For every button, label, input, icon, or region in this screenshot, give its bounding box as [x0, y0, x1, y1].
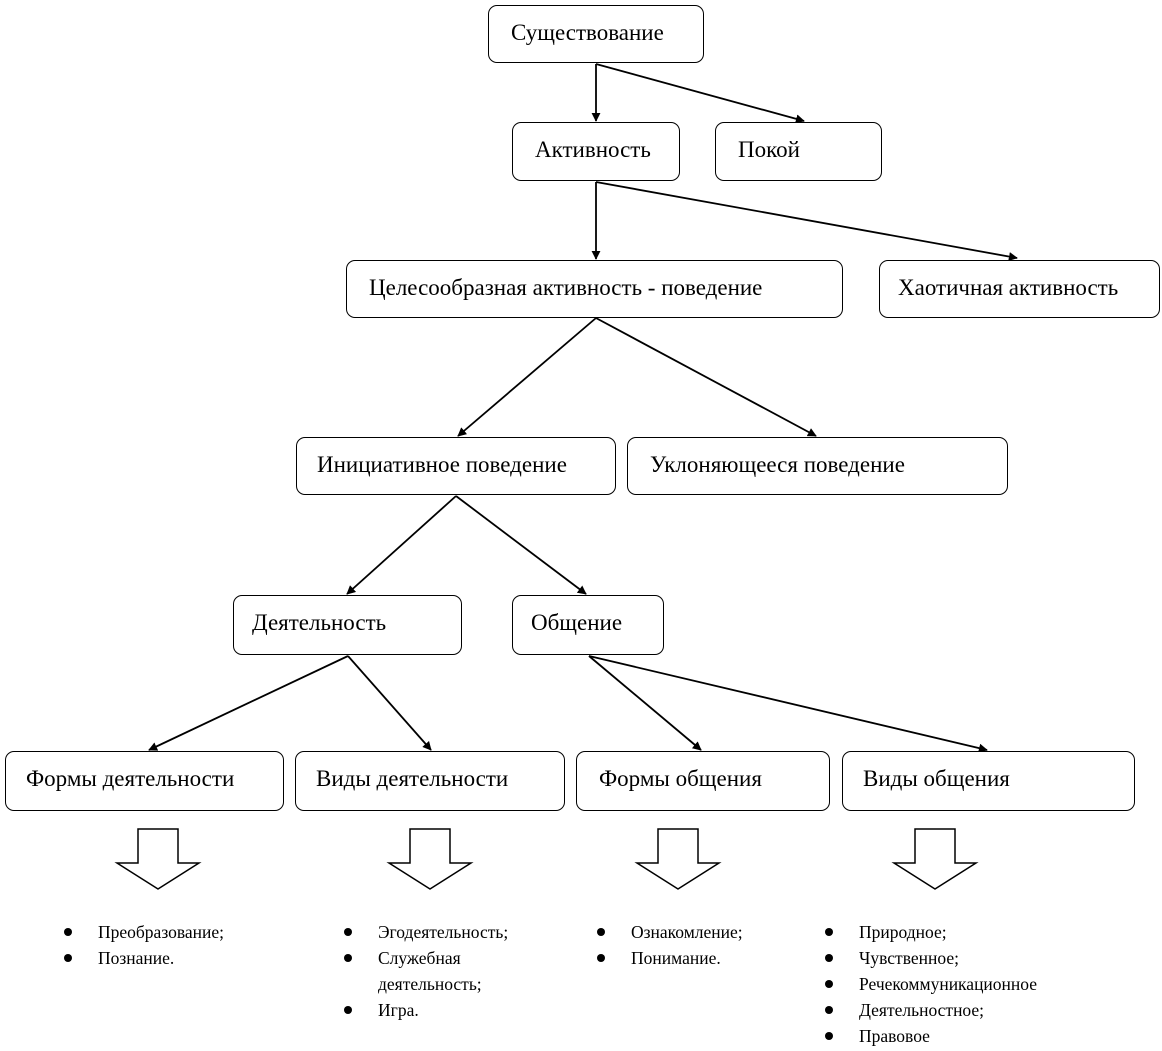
edge-work-forms: [148, 655, 349, 751]
list-item-continuation: деятельность;: [378, 974, 482, 994]
node-initiative-label: Инициативное поведение: [317, 452, 567, 477]
block-arrow-work-forms: [114, 828, 202, 890]
edge-comm-types: [588, 655, 988, 753]
edge-initiative-communication: [455, 495, 587, 595]
node-work-forms-label: Формы деятельности: [26, 766, 235, 791]
node-purposeful: Целесообразная активность - поведение: [346, 260, 843, 318]
node-communication-label: Общение: [531, 610, 623, 635]
list-item: Эгодеятельность;: [340, 919, 508, 945]
node-comm-types-label: Виды общения: [863, 766, 1010, 791]
node-initiative: Инициативное поведение: [296, 437, 616, 495]
node-work-label: Деятельность: [252, 610, 387, 635]
node-activity: Активность: [512, 122, 680, 181]
node-avoidant: Уклоняющееся поведение: [627, 437, 1008, 495]
node-communication: Общение: [512, 595, 664, 655]
list-item: Чувственное;: [821, 945, 1037, 971]
list-item: Правовое: [821, 1023, 1037, 1049]
node-existence-label: Существование: [511, 20, 664, 45]
edge-existence-rest: [595, 63, 805, 124]
node-rest: Покой: [715, 122, 882, 181]
node-comm-types: Виды общения: [842, 751, 1135, 811]
list-comm-types: Природное; Чувственное; Речекоммуникацио…: [821, 919, 1037, 1049]
list-work-forms: Преобразование; Познание.: [60, 919, 224, 971]
list-item: Игра.: [340, 997, 508, 1023]
block-arrow-comm-types: [891, 828, 979, 890]
node-chaotic: Хаотичная активность: [879, 260, 1160, 318]
node-work-types: Виды деятельности: [295, 751, 565, 811]
edge-initiative-work: [346, 495, 457, 595]
list-item: Ознакомление;: [593, 919, 743, 945]
edge-purposeful-avoidant: [595, 317, 817, 437]
block-arrow-comm-forms: [634, 828, 722, 890]
node-rest-label: Покой: [738, 137, 800, 162]
edge-activity-chaotic: [595, 181, 1018, 261]
list-item: Преобразование;: [60, 919, 224, 945]
list-item: Речекоммуникационное: [821, 971, 1037, 997]
node-comm-forms-label: Формы общения: [599, 766, 762, 791]
edge-comm-forms: [588, 655, 702, 751]
node-comm-forms: Формы общения: [576, 751, 830, 811]
list-comm-forms: Ознакомление; Понимание.: [593, 919, 743, 971]
node-avoidant-label: Уклоняющееся поведение: [650, 452, 905, 477]
node-work: Деятельность: [233, 595, 462, 655]
node-existence: Существование: [488, 5, 704, 63]
list-item: Природное;: [821, 919, 1037, 945]
edge-work-types: [347, 655, 432, 751]
block-arrow-work-types: [386, 828, 474, 890]
node-chaotic-label: Хаотичная активность: [898, 275, 1119, 300]
node-purposeful-label: Целесообразная активность - поведение: [369, 275, 763, 300]
edge-purposeful-initiative: [457, 317, 597, 437]
node-work-forms: Формы деятельности: [5, 751, 284, 811]
list-item: Деятельностное;: [821, 997, 1037, 1023]
list-item: Служебная: [340, 945, 508, 971]
node-activity-label: Активность: [535, 137, 651, 162]
list-item: Понимание.: [593, 945, 743, 971]
node-work-types-label: Виды деятельности: [316, 766, 509, 791]
list-work-types: Эгодеятельность; Служебная деятельность;…: [340, 919, 508, 1023]
list-item: Познание.: [60, 945, 224, 971]
